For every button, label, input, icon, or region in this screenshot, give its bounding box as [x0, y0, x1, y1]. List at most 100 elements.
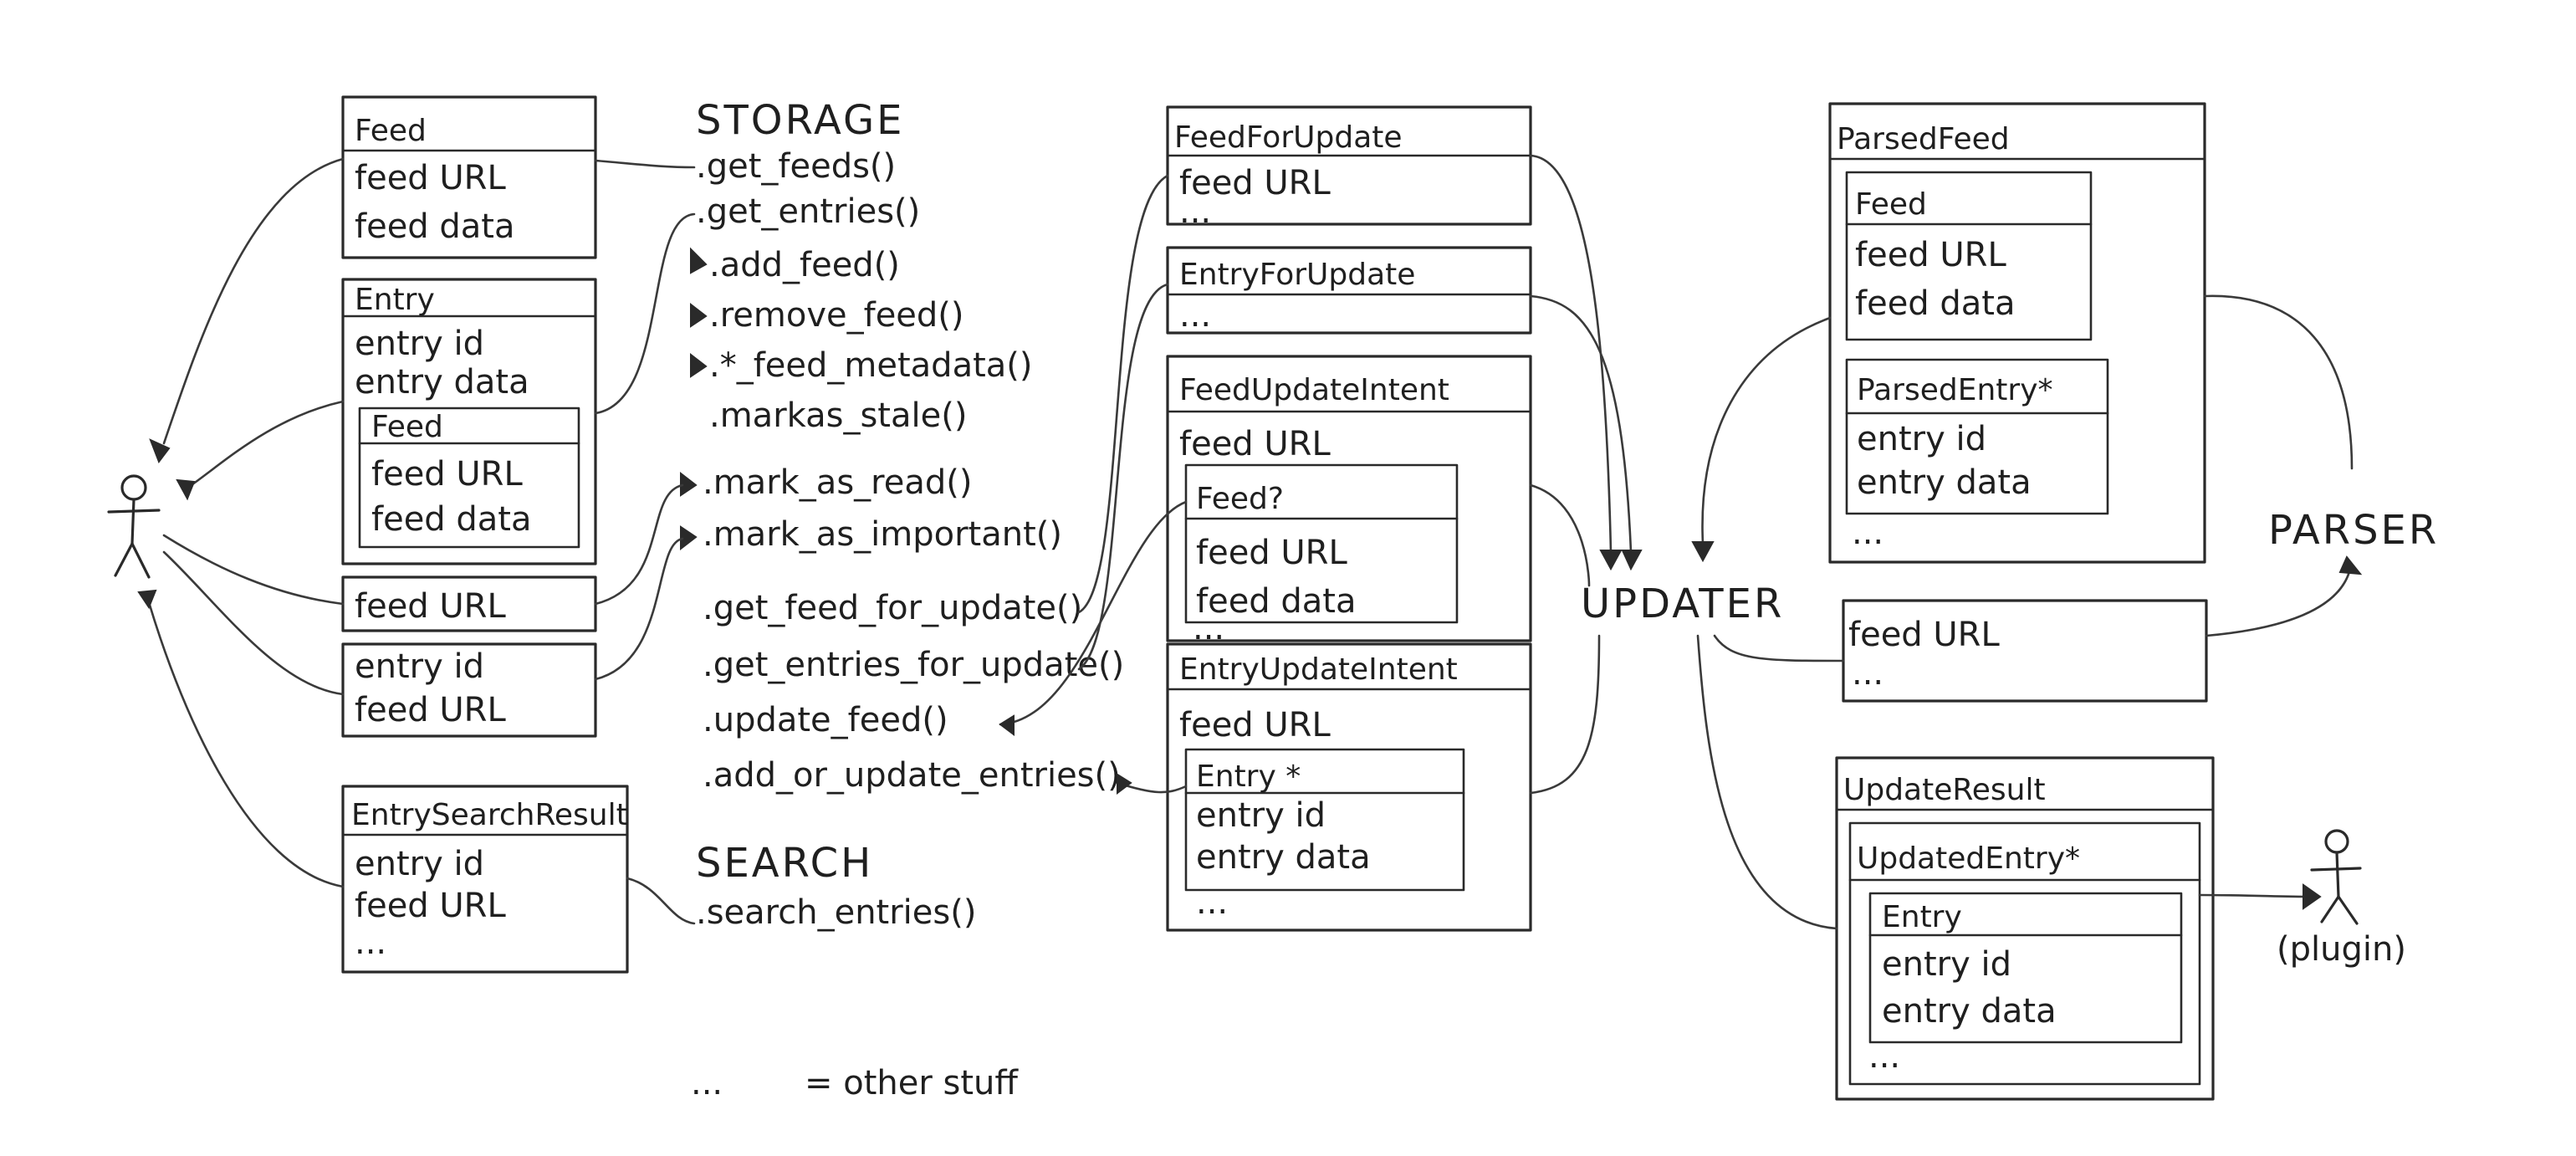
- entry-update-intent-title: EntryUpdateIntent: [1179, 652, 1458, 687]
- arrow-head: [690, 302, 708, 328]
- arrow-head: [137, 589, 157, 610]
- arrow-head: [1691, 541, 1715, 563]
- connector: [626, 877, 696, 925]
- storage-api: STORAGE .get_feeds() .get_entries() .add…: [680, 97, 1124, 795]
- user-stick-figure: [107, 474, 161, 579]
- storage-method: .get_feed_for_update(): [703, 589, 1082, 627]
- parser-input-dots: ...: [1852, 654, 1883, 693]
- arrow-head: [2303, 883, 2322, 910]
- connector: [594, 212, 696, 415]
- connector: [594, 159, 696, 169]
- feed-for-update-title: FeedForUpdate: [1174, 120, 1403, 155]
- arrow-head: [176, 478, 196, 501]
- feed-update-intent-box: FeedUpdateIntent feed URL Feed? feed URL…: [1166, 355, 1532, 647]
- connector: [162, 534, 345, 606]
- entry-search-result-box: EntrySearchResult entry id feed URL ...: [341, 785, 629, 974]
- arrow-head: [1621, 550, 1643, 571]
- parsed-feed-inner-feed-title: Feed: [1855, 187, 1927, 222]
- entry-search-result-field: entry id: [355, 845, 484, 883]
- parsed-feed-title: ParsedFeed: [1837, 122, 2010, 156]
- connector: [2198, 893, 2312, 898]
- updated-entry-inner-title: Entry: [1882, 900, 1962, 934]
- connector: [1529, 154, 1613, 554]
- connector: [1696, 634, 1838, 930]
- connector: [1701, 316, 1832, 545]
- arrow-head: [690, 247, 708, 274]
- connector: [2205, 567, 2352, 637]
- legend-text: = other stuff: [805, 1064, 1019, 1102]
- storage-method: .update_feed(): [703, 701, 948, 739]
- arrow-head: [1599, 550, 1623, 571]
- feed-for-update-dots: ...: [1179, 192, 1211, 231]
- updated-entry-inner-field: entry data: [1882, 992, 2057, 1031]
- legend-symbol: ...: [691, 1064, 723, 1102]
- arrow-head: [680, 471, 698, 497]
- parsed-feed-inner-feed-field: feed data: [1855, 284, 2016, 323]
- parsed-feed-box: ParsedFeed Feed feed URL feed data Parse…: [1828, 102, 2206, 564]
- entry-for-update-box: EntryForUpdate ...: [1166, 246, 1532, 335]
- parsed-feed-inner-entry-field: entry id: [1857, 420, 1986, 458]
- feed-update-intent-field: feed URL: [1179, 425, 1331, 463]
- updated-entry-title: UpdatedEntry*: [1857, 841, 2080, 876]
- entry-search-result-title: EntrySearchResult: [351, 798, 628, 832]
- arrow-head: [149, 438, 171, 464]
- plugin-label: (plugin): [2277, 930, 2406, 969]
- storage-method: .get_entries(): [696, 192, 920, 231]
- connector: [2203, 294, 2354, 470]
- storage-method: .mark_as_important(): [703, 515, 1062, 554]
- entry-id-feed-url-field: feed URL: [355, 691, 506, 729]
- storage-method: .get_feeds(): [696, 147, 896, 186]
- feed-update-intent-title: FeedUpdateIntent: [1179, 373, 1449, 407]
- update-result-title: UpdateResult: [1843, 773, 2046, 807]
- legend: ... = other stuff: [691, 1064, 1019, 1102]
- entry-update-intent-dots: ...: [1196, 883, 1228, 922]
- updater-label: UPDATER: [1581, 581, 1784, 627]
- connector: [147, 601, 345, 888]
- parsed-feed-dots: ...: [1852, 514, 1883, 552]
- entry-inner-feed-title: Feed: [371, 410, 443, 444]
- update-result-box: UpdateResult UpdatedEntry* Entry entry i…: [1835, 756, 2215, 1101]
- entry-for-update-dots: ...: [1179, 296, 1211, 335]
- feed-for-update-box: FeedForUpdate feed URL ...: [1166, 105, 1532, 231]
- entry-update-intent-inner-field: entry id: [1196, 796, 1326, 835]
- feed-box-field: feed URL: [355, 159, 506, 197]
- arrow-head: [690, 352, 708, 378]
- arrow-head: [1117, 773, 1132, 795]
- feed-box-title: Feed: [355, 114, 427, 148]
- arrow-head: [2338, 555, 2363, 575]
- entry-id-feed-url-field: entry id: [355, 647, 484, 686]
- feed-update-intent-inner-title: Feed?: [1196, 482, 1284, 516]
- parser-input-box: feed URL ...: [1842, 599, 2208, 703]
- parsed-feed-inner-feed-field: feed URL: [1855, 236, 2006, 274]
- entry-update-intent-inner-field: entry data: [1196, 838, 1371, 877]
- storage-method: .get_entries_for_update(): [703, 646, 1124, 684]
- entry-inner-feed-field: feed data: [371, 500, 532, 539]
- updated-entry-dots: ...: [1868, 1037, 1900, 1076]
- feed-update-intent-inner-field: feed URL: [1196, 534, 1347, 572]
- search-method: .search_entries(): [696, 893, 976, 932]
- entry-box: Entry entry id entry data Feed feed URL …: [341, 278, 597, 565]
- entry-search-result-dots: ...: [355, 923, 386, 962]
- storage-method: .add_or_update_entries(): [703, 756, 1121, 795]
- feed-update-intent-inner-field: feed data: [1196, 582, 1357, 621]
- connector: [182, 400, 345, 492]
- connector: [162, 157, 345, 445]
- parser-input-field: feed URL: [1848, 616, 2000, 654]
- arrow-head: [999, 714, 1015, 736]
- entry-update-intent-inner-title: Entry *: [1196, 760, 1301, 794]
- connector: [1077, 174, 1169, 614]
- feed-box-field: feed data: [355, 207, 515, 246]
- storage-method: .markas_stale(): [709, 396, 967, 435]
- connector: [1077, 283, 1169, 671]
- connector: [594, 537, 684, 681]
- feed-url-box-field: feed URL: [355, 587, 506, 626]
- parser-label: PARSER: [2268, 507, 2439, 554]
- updated-entry-inner-field: entry id: [1882, 945, 2011, 984]
- connector: [1529, 634, 1601, 795]
- feed-box: Feed feed URL feed data: [341, 95, 597, 259]
- connector: [1713, 634, 1845, 662]
- storage-method: .add_feed(): [709, 246, 900, 284]
- feed-url-box: feed URL: [341, 575, 597, 632]
- storage-heading: STORAGE: [696, 97, 905, 144]
- entry-for-update-title: EntryForUpdate: [1179, 258, 1415, 292]
